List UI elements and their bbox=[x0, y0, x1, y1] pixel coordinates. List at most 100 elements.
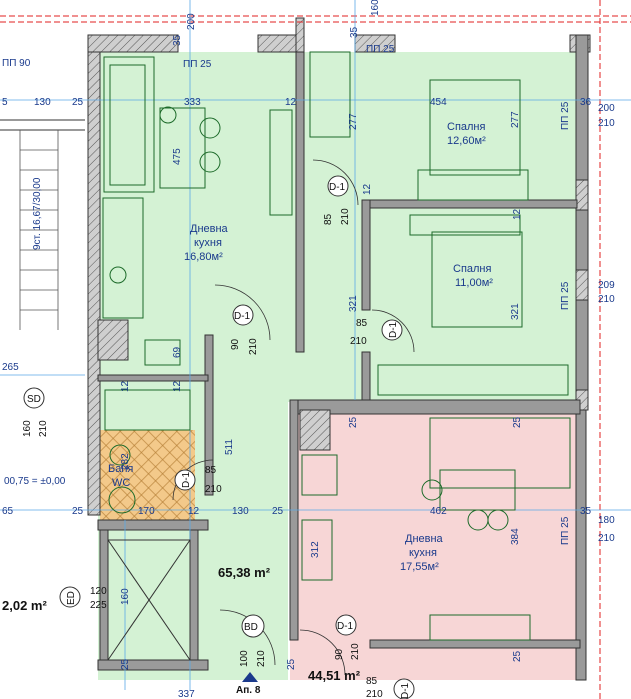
svg-text:210: 210 bbox=[248, 338, 259, 355]
svg-text:209: 209 bbox=[598, 280, 615, 291]
living-a-area: 16,80м² bbox=[184, 251, 223, 263]
svg-text:D-1: D-1 bbox=[329, 182, 346, 193]
furniture-a bbox=[102, 51, 569, 514]
furniture-b bbox=[301, 417, 571, 641]
svg-text:25: 25 bbox=[512, 650, 523, 662]
svg-text:D-1: D-1 bbox=[181, 471, 192, 488]
svg-text:BD: BD bbox=[244, 622, 258, 633]
apartment-b-area bbox=[290, 400, 580, 680]
svg-text:85: 85 bbox=[323, 213, 334, 225]
apartment-b-area-label: 44,51 m² bbox=[308, 668, 361, 683]
bath-label-2: WC bbox=[112, 477, 130, 489]
apartment-label: Ап. 8 bbox=[236, 685, 261, 696]
left-area-label: 2,02 m² bbox=[2, 598, 47, 613]
svg-text:321: 321 bbox=[510, 303, 521, 320]
svg-text:25: 25 bbox=[72, 506, 84, 517]
svg-text:12: 12 bbox=[120, 380, 131, 392]
svg-text:384: 384 bbox=[510, 528, 521, 545]
living-b-area: 17,55м² bbox=[400, 561, 439, 573]
svg-text:35: 35 bbox=[580, 506, 592, 517]
svg-text:D-1: D-1 bbox=[234, 311, 251, 322]
dimension-labels: 35 200 160 35 ПП 25 ПП 90 ПП 25 5 130 25… bbox=[2, 0, 615, 699]
svg-text:ПП 25: ПП 25 bbox=[366, 44, 395, 55]
svg-text:65: 65 bbox=[2, 506, 14, 517]
svg-text:90: 90 bbox=[230, 338, 241, 350]
svg-text:265: 265 bbox=[2, 362, 19, 373]
svg-text:312: 312 bbox=[310, 541, 321, 558]
bedroom2-area: 11,00м² bbox=[455, 277, 493, 289]
svg-text:D-1: D-1 bbox=[388, 321, 399, 338]
walls bbox=[87, 17, 591, 681]
svg-text:210: 210 bbox=[340, 208, 351, 225]
svg-text:337: 337 bbox=[178, 689, 195, 699]
svg-text:210: 210 bbox=[350, 336, 367, 347]
svg-text:321: 321 bbox=[348, 295, 359, 312]
svg-text:210: 210 bbox=[366, 689, 383, 699]
svg-text:12: 12 bbox=[172, 380, 183, 392]
svg-text:225: 225 bbox=[90, 600, 107, 611]
svg-text:12: 12 bbox=[512, 208, 523, 220]
svg-text:SD: SD bbox=[27, 394, 41, 405]
svg-text:130: 130 bbox=[34, 97, 51, 108]
living-b-label-2: кухня bbox=[409, 547, 437, 559]
bedroom1-label: Спалня bbox=[447, 121, 486, 133]
elevator bbox=[107, 539, 191, 661]
svg-text:25: 25 bbox=[286, 658, 297, 670]
svg-text:ПП 25: ПП 25 bbox=[560, 101, 571, 130]
svg-text:511: 511 bbox=[224, 439, 235, 455]
svg-text:210: 210 bbox=[598, 118, 615, 129]
svg-text:462: 462 bbox=[430, 506, 447, 517]
svg-text:277: 277 bbox=[510, 111, 521, 128]
bath-label-1: Баня bbox=[108, 463, 133, 475]
svg-text:36: 36 bbox=[580, 97, 592, 108]
svg-text:ED: ED bbox=[66, 591, 77, 605]
stair-note: 9ст. 16,67/30,00 bbox=[32, 177, 43, 250]
svg-text:333: 333 bbox=[184, 97, 201, 108]
living-a-label-1: Дневна bbox=[190, 223, 229, 235]
bedroom1-area: 12,60м² bbox=[447, 135, 486, 147]
svg-text:25: 25 bbox=[512, 416, 523, 428]
svg-text:5: 5 bbox=[2, 97, 8, 108]
svg-text:ПП 25: ПП 25 bbox=[560, 281, 571, 310]
svg-text:ПП 25: ПП 25 bbox=[183, 59, 212, 70]
svg-text:475: 475 bbox=[172, 148, 183, 165]
svg-text:25: 25 bbox=[272, 506, 284, 517]
svg-text:35: 35 bbox=[172, 34, 183, 46]
svg-text:90: 90 bbox=[334, 648, 345, 660]
svg-text:D-1: D-1 bbox=[337, 621, 354, 632]
svg-text:ПП 90: ПП 90 bbox=[2, 58, 31, 69]
svg-text:ПП 25: ПП 25 bbox=[560, 516, 571, 545]
svg-text:160: 160 bbox=[120, 588, 131, 605]
svg-text:35: 35 bbox=[349, 26, 360, 38]
entrance-arrow-icon bbox=[242, 672, 258, 682]
svg-text:454: 454 bbox=[430, 97, 447, 108]
svg-text:210: 210 bbox=[598, 533, 615, 544]
elevation-label: 00,75 = ±0,00 bbox=[4, 476, 66, 487]
svg-text:210: 210 bbox=[38, 420, 49, 437]
svg-text:170: 170 bbox=[138, 506, 155, 517]
svg-text:85: 85 bbox=[366, 676, 378, 687]
svg-text:120: 120 bbox=[90, 586, 107, 597]
bedroom2-label: Спалня bbox=[453, 263, 492, 275]
living-b-label-1: Дневна bbox=[405, 533, 444, 545]
svg-text:210: 210 bbox=[350, 643, 361, 660]
svg-text:130: 130 bbox=[232, 506, 249, 517]
svg-text:D-1: D-1 bbox=[400, 682, 411, 699]
svg-text:180: 180 bbox=[598, 515, 615, 526]
svg-text:25: 25 bbox=[348, 416, 359, 428]
svg-text:85: 85 bbox=[205, 465, 217, 476]
svg-text:12: 12 bbox=[285, 97, 297, 108]
svg-text:210: 210 bbox=[598, 294, 615, 305]
svg-text:25: 25 bbox=[120, 658, 131, 670]
svg-text:210: 210 bbox=[256, 650, 267, 667]
door-tags: D-1 85 210 D-1 90 210 D-1 85 210 D-1 85 … bbox=[22, 175, 415, 699]
svg-text:200: 200 bbox=[598, 103, 615, 114]
svg-text:160: 160 bbox=[370, 0, 381, 16]
svg-text:210: 210 bbox=[205, 484, 222, 495]
svg-text:25: 25 bbox=[72, 97, 84, 108]
apartment-a-area-label: 65,38 m² bbox=[218, 565, 271, 580]
living-a-label-2: кухня bbox=[194, 237, 222, 249]
svg-text:85: 85 bbox=[356, 318, 368, 329]
